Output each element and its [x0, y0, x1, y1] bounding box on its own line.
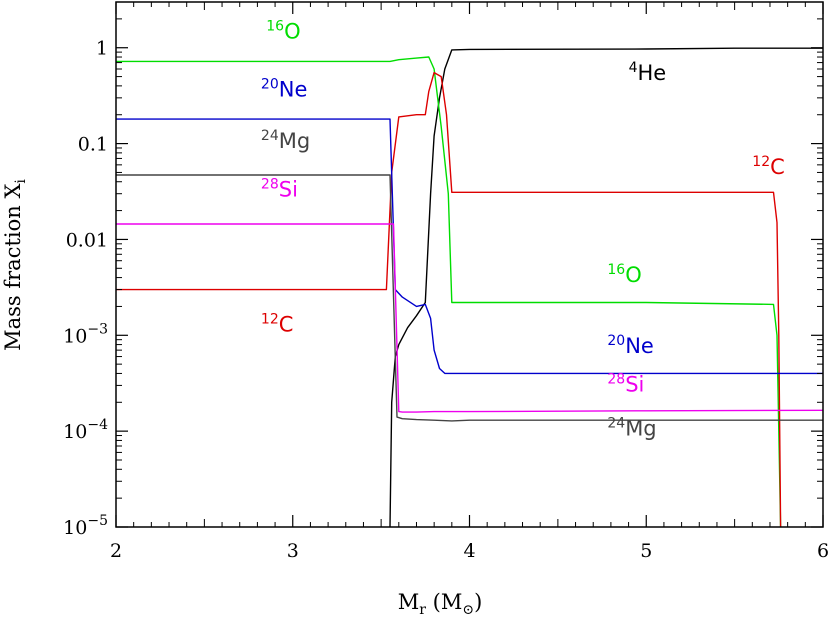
species-label-12c: 12C [752, 154, 785, 179]
series-line-20ne [116, 118, 823, 375]
species-label-24mg: 24Mg [607, 416, 656, 441]
y-tick-label: 0.1 [78, 134, 108, 156]
species-label-12c: 12C [261, 311, 294, 336]
y-tick-label: 10−5 [63, 513, 108, 539]
species-label-28si: 28Si [607, 371, 644, 396]
y-axis-title-main: Mass fraction X [1, 184, 25, 351]
x-tick-label: 2 [110, 540, 122, 562]
x-axis-title-unit-open: (M [426, 590, 462, 614]
species-label-16o: 16O [266, 18, 300, 43]
species-label-28si: 28Si [261, 177, 298, 202]
x-axis-title-main: M [398, 590, 420, 614]
series-line-12c [116, 71, 782, 528]
species-label-4he: 4He [629, 60, 667, 85]
x-tick-label: 4 [463, 540, 475, 562]
species-label-20ne: 20Ne [607, 333, 653, 358]
series-line-28si [116, 223, 824, 413]
x-axis-title-unit-close: ) [474, 590, 482, 614]
series-layer [116, 47, 824, 528]
x-axis-title-unit-sub: ⊙ [462, 602, 474, 617]
axes-layer: 2 3 4 5 6 1 0.1 0.01 10−3 10−4 10−5 [63, 1, 829, 562]
series-line-16o [116, 56, 782, 528]
series-line-24mg [116, 174, 823, 422]
x-axis-title-sub: r [419, 602, 426, 617]
x-tick-label: 5 [640, 540, 652, 562]
y-tick-label: 0.01 [66, 229, 108, 251]
species-label-24mg: 24Mg [261, 128, 310, 153]
annotation-layer: 16O 20Ne 24Mg 28Si 12C 4He 12C 16O 20Ne 28Si 24Mg [261, 18, 785, 440]
plot-frame [115, 1, 824, 528]
y-axis-title: Mass fraction Xi [1, 179, 29, 351]
series-line-4he [389, 47, 823, 528]
x-axis-title: Mr (M⊙) [398, 590, 483, 617]
y-tick-label: 10−4 [63, 417, 108, 443]
x-tick-label: 6 [817, 540, 829, 562]
y-tick-label: 1 [96, 38, 108, 60]
species-label-16o: 16O [607, 262, 641, 287]
species-label-20ne: 20Ne [261, 76, 307, 101]
x-tick-label: 3 [287, 540, 299, 562]
y-tick-label: 10−3 [63, 321, 108, 347]
y-axis-title-sub: i [13, 179, 29, 184]
